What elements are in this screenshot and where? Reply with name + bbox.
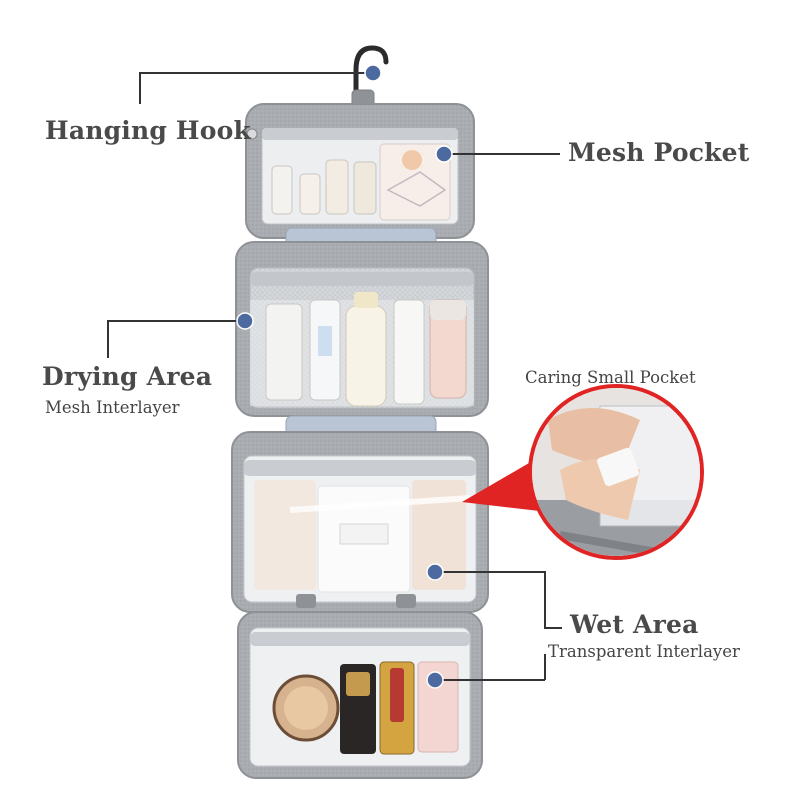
hanging-hook-label: Hanging Hook [45, 116, 252, 145]
wet-area-sublabel: Transparent Interlayer [548, 642, 740, 661]
wet-area-label: Wet Area [570, 610, 699, 639]
mesh-pocket-marker [435, 145, 453, 163]
callout-lines [107, 72, 562, 681]
wet-compartment [231, 415, 489, 613]
wet-area-marker [426, 563, 444, 581]
wet-pocket-marker [426, 671, 444, 689]
caring-pocket-label: Caring Small Pocket [525, 368, 696, 387]
hook-marker [364, 64, 382, 82]
top-compartment [245, 103, 475, 239]
caring-pocket-zoom [462, 384, 704, 560]
drying-area-sublabel: Mesh Interlayer [45, 398, 180, 417]
bottom-compartment [237, 611, 483, 779]
drying-area-marker [236, 312, 254, 330]
drying-area-label: Drying Area [42, 362, 213, 391]
callout-dots [236, 64, 453, 689]
drying-compartment [235, 227, 489, 417]
mesh-pocket-label: Mesh Pocket [568, 138, 750, 167]
